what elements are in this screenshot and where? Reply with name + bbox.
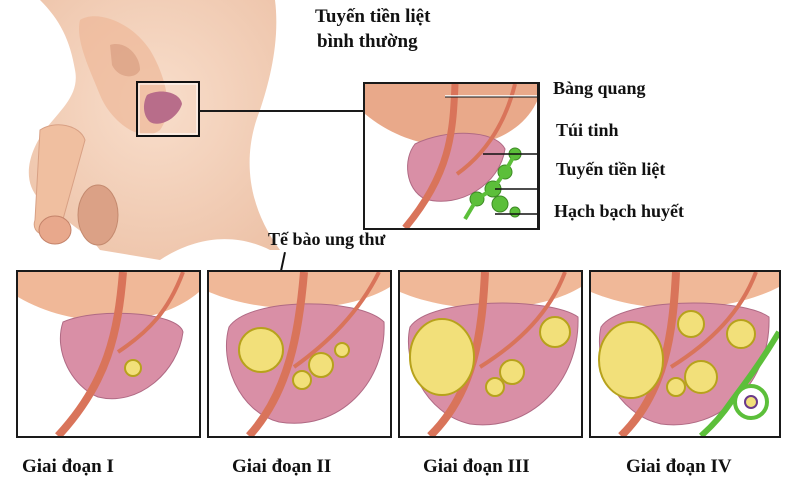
- title-line-1: Tuyến tiền liệt: [315, 6, 431, 27]
- title-line-2: bình thường: [317, 31, 418, 52]
- stage-3-label: Giai đoạn III: [423, 456, 530, 477]
- label-cancer-cells: Tế bào ung thư: [268, 229, 386, 249]
- stage-4-panel: [589, 270, 781, 438]
- stage-3-panel: [398, 270, 583, 438]
- stage-4-illustration: [591, 272, 779, 436]
- stage-2-panel: [207, 270, 392, 438]
- normal-prostate-illustration: [365, 84, 538, 228]
- connector-line: [199, 110, 364, 112]
- label-bracket: [537, 82, 539, 230]
- label-seminal-vesicle: Túi tinh: [556, 120, 619, 140]
- label-lymph-node: Hạch bạch huyết: [554, 201, 685, 221]
- body-silhouette-illustration: [28, 0, 280, 260]
- label-prostate: Tuyến tiền liệt: [556, 159, 666, 179]
- stage-2-illustration: [209, 272, 390, 436]
- stage-1-label: Giai đoạn I: [22, 456, 114, 477]
- label-bladder: Bàng quang: [553, 78, 646, 98]
- diagram-title: Tuyến tiền liệt bình thường: [315, 4, 430, 54]
- stage-4-label: Giai đoạn IV: [626, 456, 732, 477]
- stage-1-panel: [16, 270, 201, 438]
- stage-1-illustration: [18, 272, 199, 436]
- stage-3-illustration: [400, 272, 581, 436]
- stage-2-label: Giai đoạn II: [232, 456, 332, 477]
- normal-prostate-panel: [363, 82, 540, 230]
